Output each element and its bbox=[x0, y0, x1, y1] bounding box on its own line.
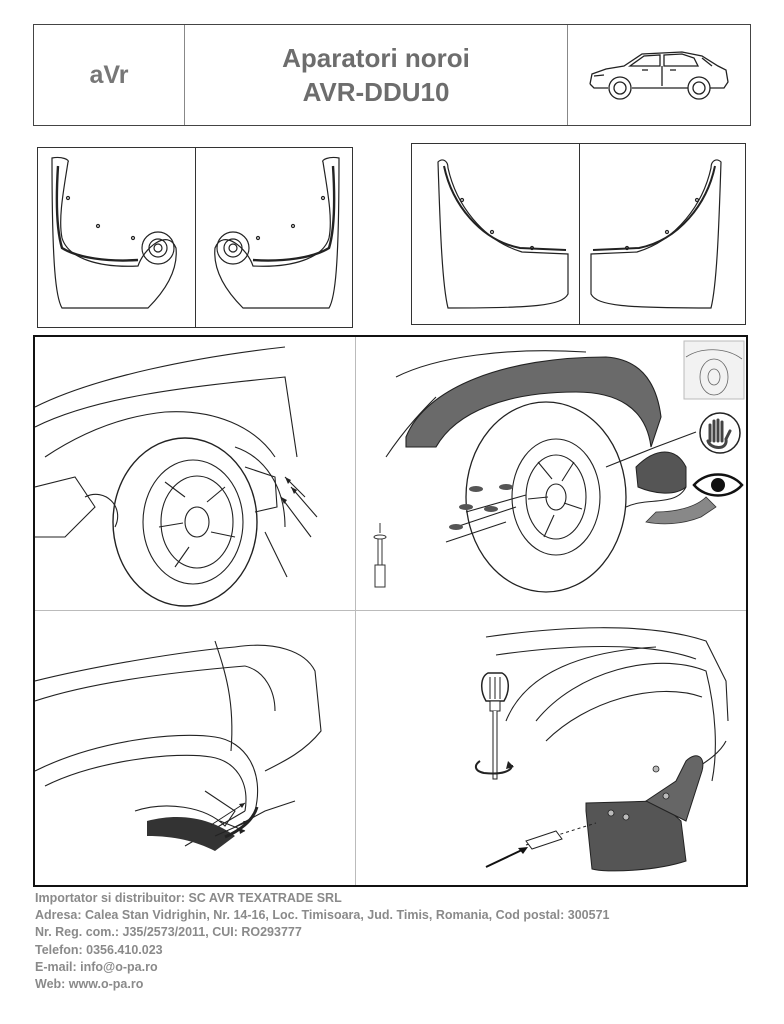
grid-divider-vertical bbox=[355, 337, 356, 885]
screwdriver-icon bbox=[373, 523, 387, 588]
brand-logo-text: aVr bbox=[34, 25, 185, 125]
suv-side-view-icon bbox=[568, 25, 750, 125]
document-title: Aparatori noroi AVR-DDU10 bbox=[185, 25, 568, 125]
installation-steps-grid bbox=[33, 335, 748, 887]
title-product-name: Aparatori noroi bbox=[282, 43, 470, 73]
rear-right-mudflap bbox=[579, 144, 747, 324]
fender-flare-mount-mudflap-icon bbox=[356, 337, 748, 610]
phone-line: Telefon: 0356.410.023 bbox=[35, 942, 163, 957]
eye-icon bbox=[692, 473, 744, 497]
email-line: E-mail: info@o-pa.ro bbox=[35, 959, 158, 974]
screwdriver-icon bbox=[474, 672, 514, 780]
screwdriver-mount-mudflap-icon bbox=[356, 611, 748, 887]
front-mudflap-pair-icon bbox=[37, 147, 353, 328]
rear-left-mudflap bbox=[412, 144, 579, 324]
importer-line: Importator si distribuitor: SC AVR TEXAT… bbox=[35, 891, 342, 905]
grid-divider-horizontal bbox=[35, 610, 746, 611]
front-left-mudflap bbox=[38, 148, 195, 327]
web-line: Web: www.o-pa.ro bbox=[35, 977, 144, 992]
rear-mudflap-pair-icon bbox=[411, 143, 746, 325]
address-line: Adresa: Calea Stan Vidrighin, Nr. 14-16,… bbox=[35, 908, 610, 923]
document-header: aVr Aparatori noroi AVR-DDU10 bbox=[33, 24, 751, 126]
registration-line: Nr. Reg. com.: J35/2573/2011, CUI: RO293… bbox=[35, 925, 302, 940]
importer-info: Importator si distribuitor: SC AVR TEXAT… bbox=[35, 890, 735, 993]
front-right-mudflap bbox=[195, 148, 353, 327]
hand-icon bbox=[699, 412, 741, 454]
wheel-arch-remove-screws-icon bbox=[35, 337, 355, 610]
title-product-code: AVR-DDU10 bbox=[302, 77, 450, 107]
front-arch-fasteners-icon bbox=[35, 611, 355, 887]
